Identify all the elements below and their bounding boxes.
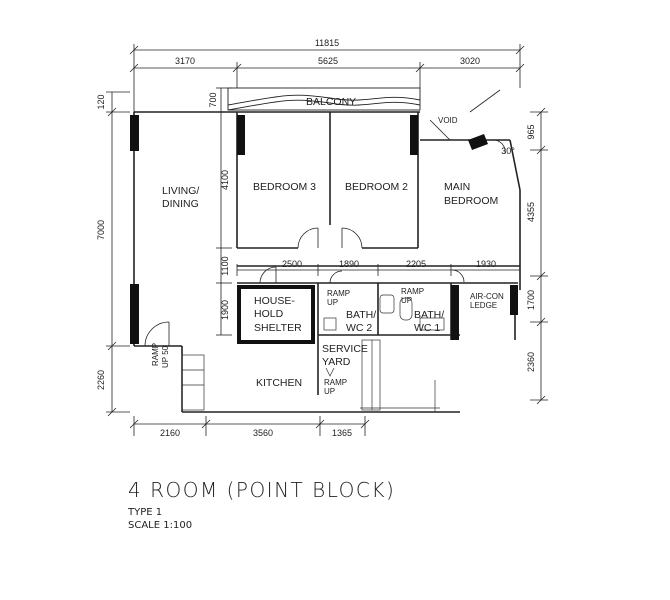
title-block: 4 ROOM (POINT BLOCK) TYPE 1 SCALE 1:100 (128, 478, 395, 532)
room-bath1-line1: BATH/ (414, 309, 444, 321)
plan-type: TYPE 1 (128, 507, 163, 518)
floor-plan: 11815 3170 5625 3020 700 120 7000 2260 4… (96, 38, 548, 438)
room-bath1-line2: WC 1 (414, 322, 440, 334)
dim-right-ledge: 1700 (526, 290, 536, 310)
room-main-bedroom-line1: MAIN (444, 181, 470, 193)
room-kitchen: KITCHEN (256, 377, 302, 389)
ramp-shelter-label: RAMP (327, 289, 350, 298)
dim-shelter-height: 1900 (220, 300, 230, 320)
dim-mid-4: 1930 (476, 259, 496, 269)
dim-kitchen-height: 2260 (96, 370, 106, 390)
dim-bottom-1: 2160 (160, 428, 180, 438)
dim-bedroom-height: 4100 (220, 170, 230, 190)
room-main-bedroom-line2: BEDROOM (444, 195, 498, 207)
dim-overall-width: 11815 (315, 38, 339, 48)
dim-corridor-height: 1100 (220, 256, 230, 275)
ramp-yard-label: RAMP (324, 378, 347, 387)
room-aircon-line2: LEDGE (470, 301, 497, 310)
dim-right-main: 4355 (526, 202, 536, 222)
room-shelter-line1: HOUSE- (254, 295, 295, 307)
room-living-line1: LIVING/ (162, 185, 199, 197)
dim-top-mid: 5625 (318, 56, 338, 66)
room-bedroom3: BEDROOM 3 (253, 181, 316, 193)
dim-right-bottom: 2360 (526, 352, 536, 372)
room-bedroom2: BEDROOM 2 (345, 181, 408, 193)
dim-bottom-3: 1365 (332, 428, 352, 438)
ramp-entry-label-up: UP 50 (161, 345, 170, 368)
ramp-entry-label: RAMP (151, 343, 160, 366)
dim-bottom-2: 3560 (253, 428, 273, 438)
ramp-bath-label: RAMP (401, 287, 424, 296)
plan-scale: SCALE 1:100 (128, 520, 193, 531)
dim-top-right: 3020 (460, 56, 480, 66)
room-bath2-line2: WC 2 (346, 322, 372, 334)
ramp-shelter-label-up: UP (327, 298, 338, 307)
dim-mid-1: 2500 (282, 259, 302, 269)
dim-right-void: 965 (526, 124, 536, 139)
room-shelter-line3: SHELTER (254, 322, 302, 334)
room-bath2-line1: BATH/ (346, 309, 376, 321)
room-shelter-line2: HOLD (254, 308, 284, 320)
dim-mid-2: 1890 (339, 259, 359, 269)
dim-top-offset: 120 (96, 94, 106, 109)
room-balcony: BALCONY (306, 96, 356, 108)
plan-title: 4 ROOM (POINT BLOCK) (128, 478, 396, 502)
room-void: VOID (438, 116, 458, 125)
room-living-line2: DINING (162, 198, 199, 210)
dim-top-left: 3170 (175, 56, 195, 66)
ramp-bath-label-up: UP (401, 296, 412, 305)
room-service-line2: YARD (322, 356, 351, 368)
dim-mid-3: 2205 (406, 259, 426, 269)
room-service-line1: SERVICE (322, 343, 368, 355)
room-aircon-line1: AIR-CON (470, 292, 504, 301)
dim-balcony-depth: 700 (208, 92, 218, 107)
dim-living-height: 7000 (96, 220, 106, 240)
ramp-yard-label-up: UP (324, 387, 335, 396)
dim-angle: 30° (501, 146, 515, 156)
